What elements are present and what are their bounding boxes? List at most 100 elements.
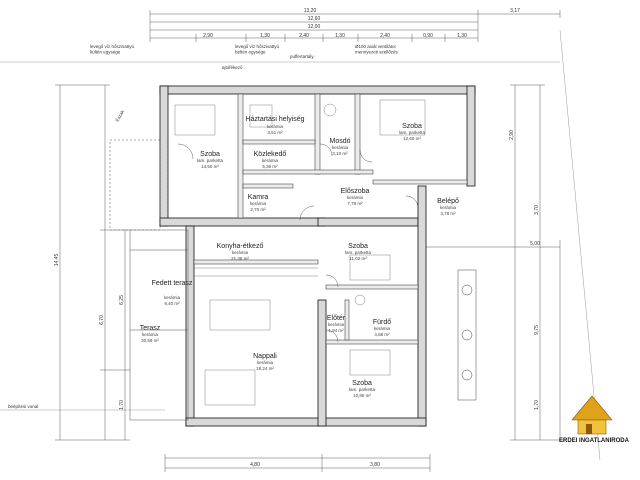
room-floor: lam. parketta (349, 387, 376, 392)
room-szoba-2: Szoba lam. parketta 12,60 m² (399, 123, 426, 141)
room-furdo: Fürdő kerámia 4,68 m² (373, 319, 391, 337)
door-swings (177, 143, 419, 343)
dim-bottom-left: 4,80 (250, 462, 260, 468)
note-line: Ø100 axiál ventilátor (355, 44, 397, 49)
room-floor: kerámia (440, 205, 457, 210)
room-area: 10,85 m² (353, 393, 371, 398)
room-name: Előszoba (341, 188, 370, 195)
dim-left-a: 6,70 (99, 315, 105, 325)
room-floor: lam. parketta (197, 158, 224, 163)
room-name: Nappali (253, 353, 277, 360)
room-area: 30,59 m² (141, 338, 159, 343)
room-name: Közlekedő (254, 151, 287, 158)
room-eloszoba: Előszoba kerámia 7,79 m² (341, 188, 370, 206)
outer-walls (159, 85, 476, 427)
room-floor: kerámia (374, 326, 391, 331)
dim-right-c: 5,00 (530, 241, 540, 247)
inner-walls (193, 93, 468, 345)
room-labels: Szoba lam. parketta 14,50 m² Háztartási … (140, 116, 459, 398)
room-floor: lam. parketta (345, 250, 372, 255)
dim-right-b: 3,70 (534, 205, 540, 215)
note-line: levegő víz hőszivattyú (90, 44, 135, 49)
bottom-dimensions (164, 454, 431, 472)
dim-top-seg: 1,30 (335, 33, 345, 39)
room-fedett-terasz: Fedett terasz kerámia 9,40 m² (152, 280, 193, 306)
room-kozlekedo: Közlekedő kerámia 5,36 m² (254, 151, 287, 169)
room-floor: kerámia (347, 195, 364, 200)
note-line: kültéri egysége (90, 50, 121, 55)
room-nappali: Nappali kerámia 18,24 m² (253, 353, 277, 371)
left-dimensions (55, 84, 130, 441)
dim-bottom-right: 3,80 (370, 462, 380, 468)
room-floor: kerámia (257, 360, 274, 365)
site-boundary (0, 29, 601, 461)
dim-top-row2: 12,60 (308, 16, 321, 22)
room-name: Mosdó (329, 138, 350, 145)
room-area: 3,78 m² (440, 211, 456, 216)
room-area: 9,40 m² (164, 301, 180, 306)
room-name: Fürdő (373, 319, 391, 326)
dim-top-seg: 0,90 (423, 33, 433, 39)
room-area: 4,68 m² (374, 332, 390, 337)
room-floor: lam. parketta (399, 130, 426, 135)
room-szoba-3: Szoba lam. parketta 11,02 m² (345, 243, 372, 261)
dim-left-c: 1,70 (119, 400, 125, 410)
room-area: 21,36 m² (231, 256, 249, 261)
room-mosdo: Mosdó kerámia 3,10 m² (329, 138, 350, 156)
planters (457, 269, 477, 401)
room-terasz: Terasz kerámia 30,59 m² (140, 325, 161, 343)
room-name: Terasz (140, 325, 161, 332)
room-area: 1,94 m² (328, 328, 344, 333)
dim-right-a: 2,90 (509, 130, 515, 140)
room-belepo: Belépő kerámia 3,78 m² (437, 198, 459, 216)
room-floor: kerámia (332, 145, 349, 150)
note-line: levegő víz hőszivattyú (235, 44, 280, 49)
note-boundary: beépítési vonal (8, 404, 38, 409)
room-name: Háztartási helyiség (245, 116, 304, 123)
room-szoba-4: Szoba lam. parketta 10,85 m² (349, 380, 376, 398)
room-area: 3,10 m² (332, 151, 348, 156)
note-door-stop: ajtófékező (222, 65, 243, 70)
room-eloter: Előtér kerámia 1,94 m² (327, 315, 346, 333)
dim-top-seg: 2,40 (380, 33, 390, 39)
room-name: Kamra (248, 194, 269, 201)
room-floor: kerámia (250, 201, 267, 206)
room-szoba-1: Szoba lam. parketta 14,50 m² (197, 151, 224, 169)
room-name: Szoba (348, 243, 368, 250)
note-line: beltéri egysége (235, 50, 266, 55)
right-dimensions (425, 84, 565, 441)
room-name: Szoba (200, 151, 220, 158)
terrace-outline (109, 139, 189, 421)
dim-top-total: 13,20 (304, 8, 317, 14)
dim-top-seg: 1,30 (457, 33, 467, 39)
room-area: 11,02 m² (349, 256, 367, 261)
note-line: mennyezeti szellőzés (355, 50, 399, 55)
room-name: Fedett terasz (152, 280, 193, 287)
room-floor: kerámia (262, 158, 279, 163)
room-name: Belépő (437, 198, 459, 205)
room-area: 12,60 m² (403, 136, 421, 141)
room-konyha: Konyha-étkező kerámia 21,36 m² (217, 243, 264, 261)
room-name: Előtér (327, 315, 346, 322)
dim-right-e: 1,70 (534, 400, 540, 410)
room-name: Szoba (402, 123, 422, 130)
dim-left-total: 14,45 (54, 254, 60, 267)
room-area: 3,51 m² (267, 130, 283, 135)
room-area: 2,70 m² (250, 207, 266, 212)
dim-right-d: 9,75 (534, 325, 540, 335)
dim-top-row3: 12,00 (308, 24, 321, 30)
note-puffer: puffertartály (290, 54, 314, 59)
room-floor: kerámia (142, 332, 159, 337)
room-area: 18,24 m² (256, 366, 274, 371)
north-label: Észak (114, 108, 126, 122)
room-floor: kerámia (328, 322, 345, 327)
room-area: 7,79 m² (347, 201, 363, 206)
room-kamra: Kamra kerámia 2,70 m² (248, 194, 269, 212)
room-floor: kerámia (267, 124, 284, 129)
furniture (174, 99, 426, 406)
